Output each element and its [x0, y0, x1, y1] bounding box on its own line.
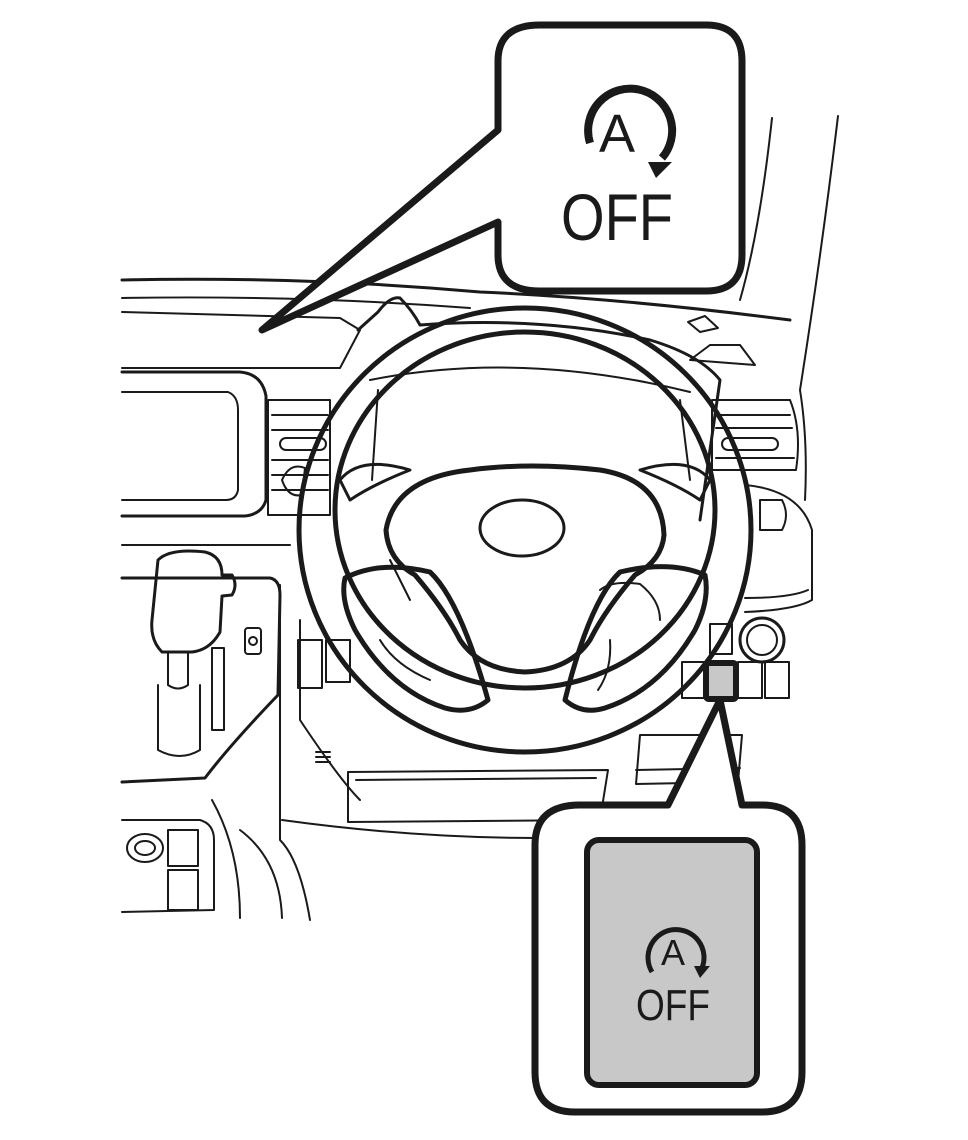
auto-stop-switch-location	[703, 660, 739, 702]
right-air-vent	[711, 399, 799, 531]
auto-stop-off-button	[584, 837, 760, 1088]
icon-letter: A	[599, 104, 635, 164]
icon-letter: A	[661, 932, 685, 973]
lower-left-switches	[121, 799, 283, 919]
bottom-callout: A OFF	[531, 696, 806, 1116]
gear-shifter	[120, 544, 291, 784]
left-air-vent	[267, 399, 331, 516]
auto-start-stop-off-icon: A	[584, 84, 677, 178]
icon-label: OFF	[636, 981, 710, 1030]
center-display	[120, 370, 268, 518]
icon-label: OFF	[561, 180, 673, 254]
top-callout: A OFF	[258, 21, 746, 334]
right-dash-panel	[744, 484, 813, 613]
dashboard-outline	[120, 115, 839, 501]
steering-wheel	[296, 305, 754, 755]
auto-start-stop-off-icon: A	[645, 927, 710, 978]
